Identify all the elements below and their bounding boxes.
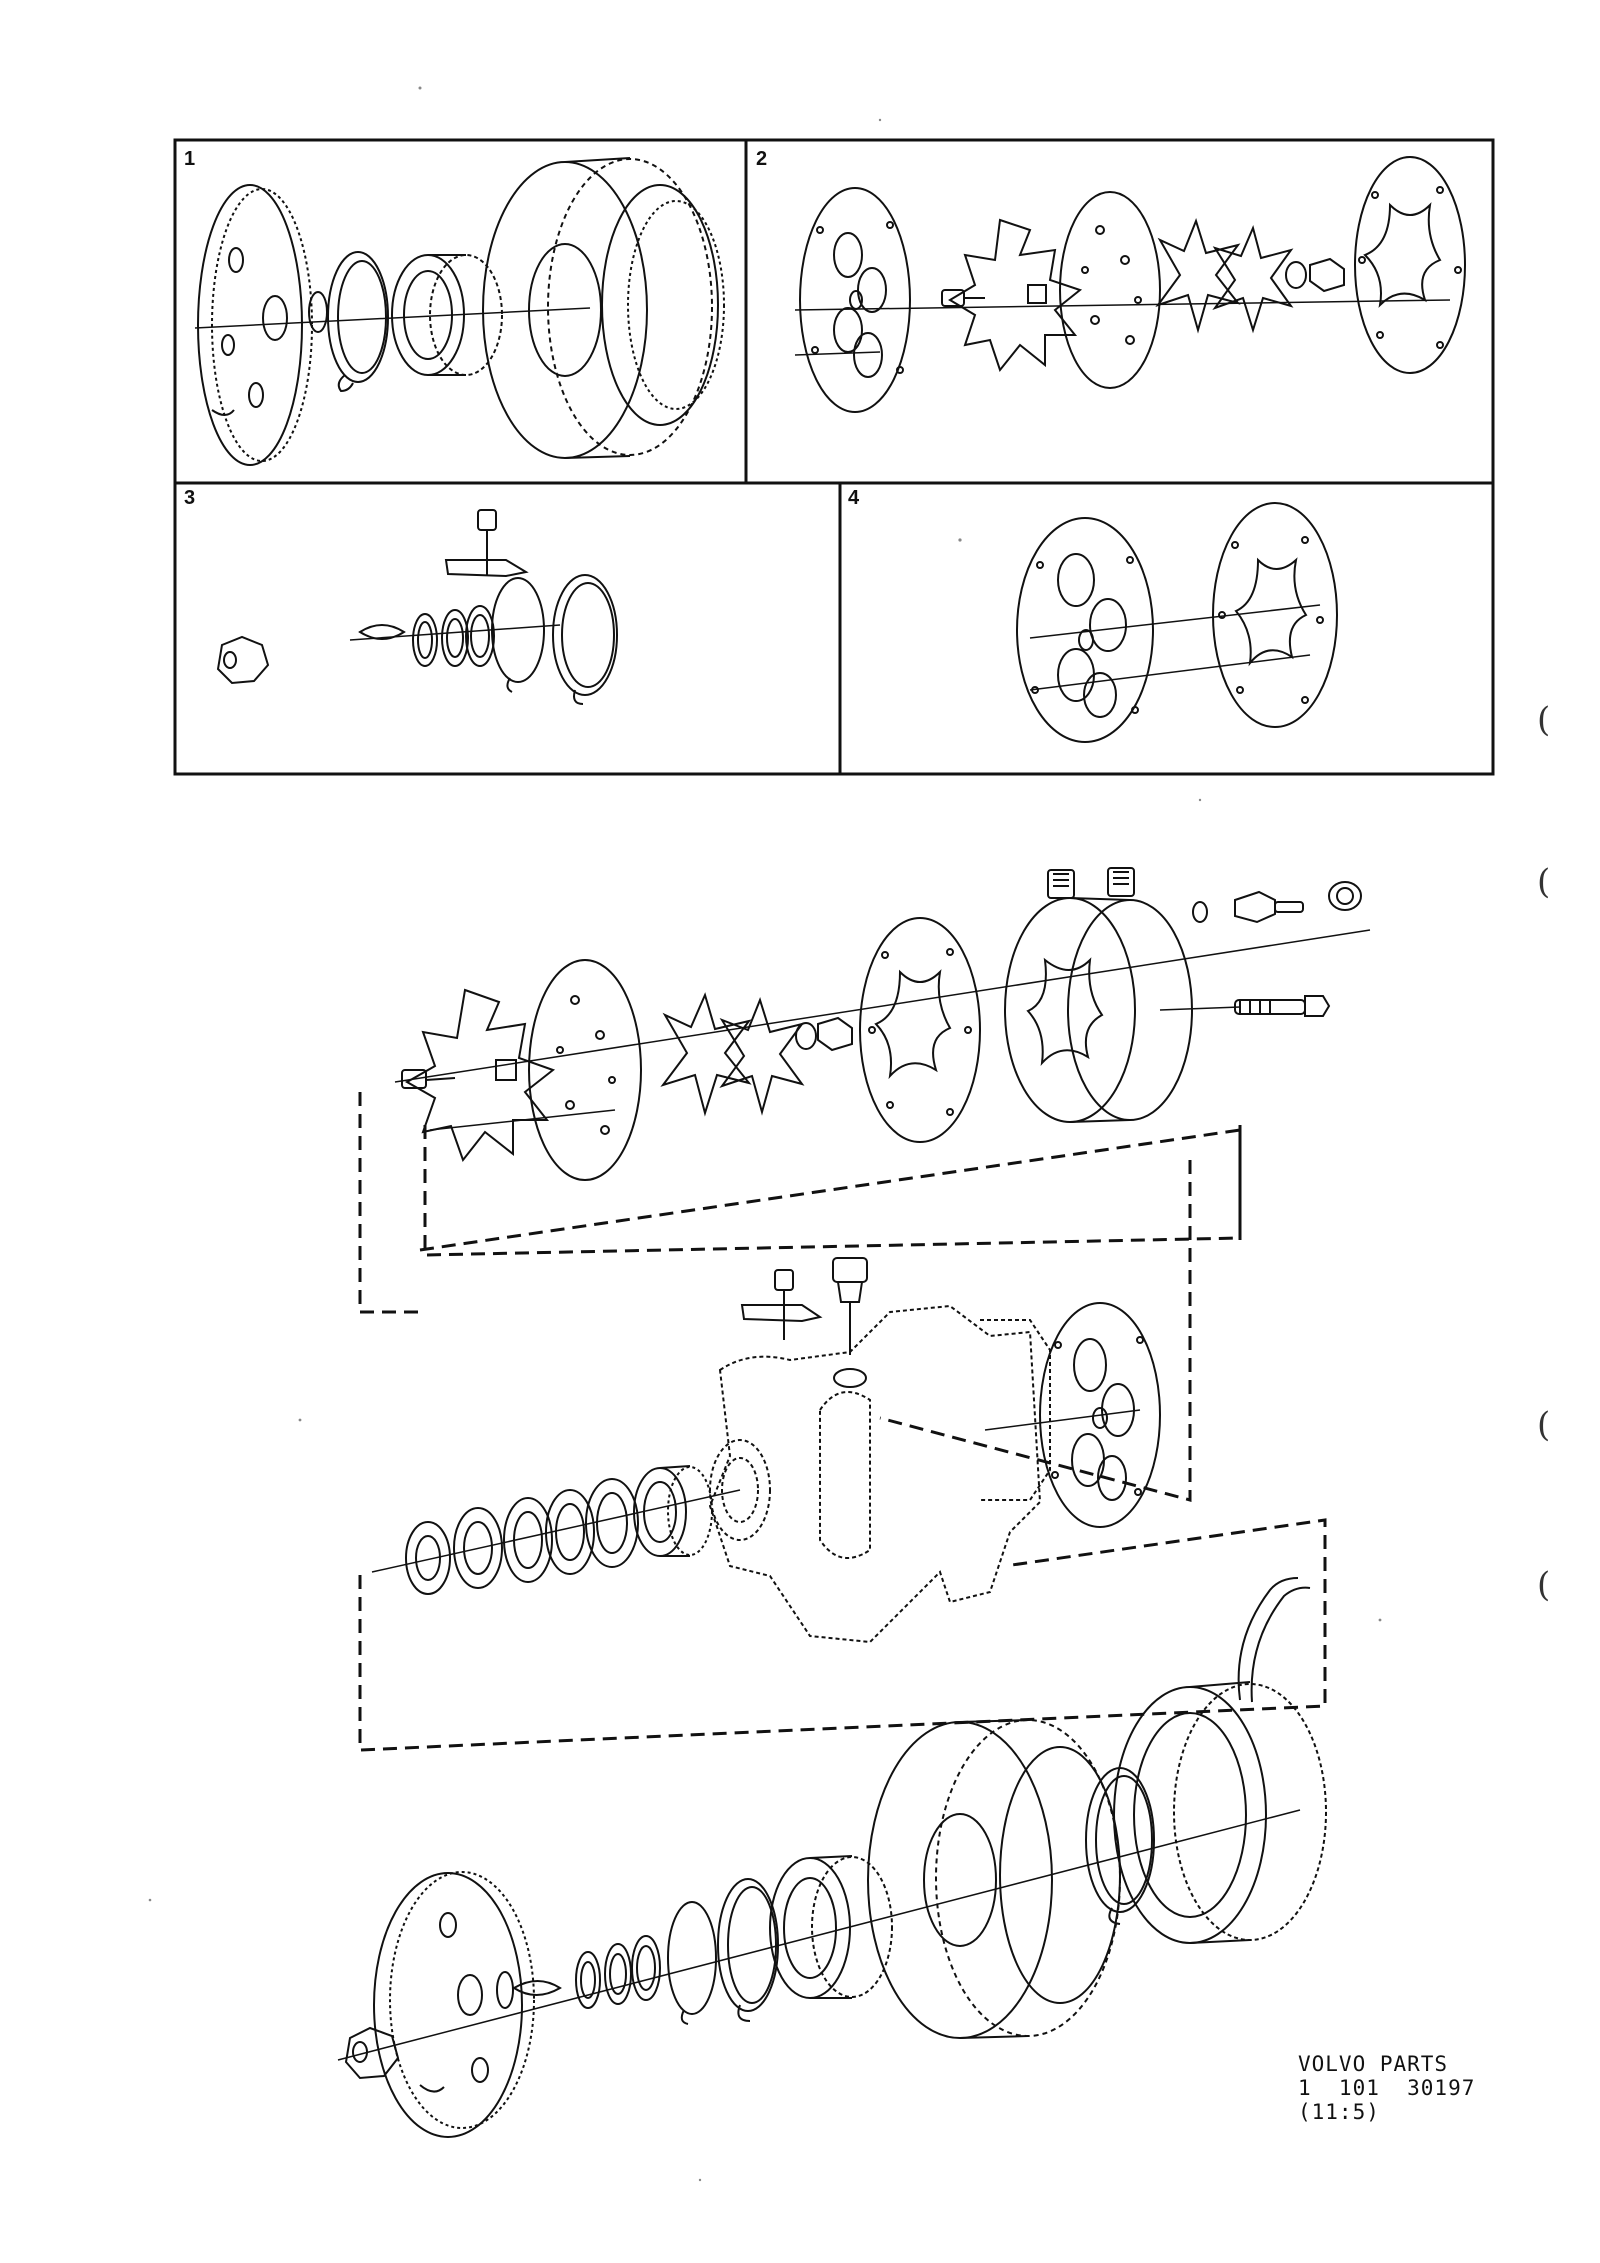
seal-washer-4	[545, 1489, 595, 1575]
binding-hole-mark: (	[1537, 862, 1551, 902]
screw	[941, 289, 985, 307]
valve-plate-left	[799, 187, 911, 413]
seal-washer-2	[453, 1507, 503, 1589]
front-bearing	[769, 1855, 893, 1999]
rear-head-bolt	[1234, 995, 1331, 1017]
rear-valve-plate-star	[859, 917, 981, 1143]
binding-hole-mark: (	[1537, 700, 1551, 740]
seal-washer-1	[405, 1521, 451, 1595]
rear-seal-ring	[795, 1022, 817, 1050]
panel-1-axis	[194, 307, 591, 329]
panel-number-3: 3	[184, 487, 195, 509]
rear-valve-screw	[401, 1069, 456, 1089]
binding-hole-mark: (	[1537, 1405, 1551, 1445]
front-valve-axis	[984, 1409, 1141, 1431]
front-spacer	[496, 1971, 514, 2009]
panel-4-valve-plates	[1016, 502, 1338, 743]
panel-number-4: 4	[848, 487, 860, 509]
rear-head	[1004, 867, 1193, 1123]
panel-4-plate-left	[1016, 517, 1154, 743]
front-axis	[337, 1809, 1301, 2061]
snap-ring	[327, 251, 389, 393]
rear-axis-main	[394, 929, 1371, 1083]
hub-spacer	[308, 291, 328, 333]
front-clutch-hub	[373, 1871, 535, 2138]
seal-washer-3	[503, 1497, 553, 1583]
front-hex-nut	[344, 2026, 400, 2080]
body-plug	[832, 1257, 868, 1388]
compressor-body	[708, 1304, 1051, 1644]
outer-snap-ring	[552, 574, 618, 705]
rear-nut	[817, 1016, 853, 1052]
shaft-seal	[465, 605, 495, 667]
part-reference-caption: VOLVO PARTS 1 101 30197 (11:5)	[1298, 2052, 1475, 2124]
seal-bracket	[444, 509, 529, 578]
scan-speckles	[148, 86, 1382, 2182]
explosion-guide-lines	[358, 1092, 1327, 1752]
field-coil	[1113, 1577, 1327, 1944]
nut-small	[1309, 257, 1345, 293]
front-oring-1	[575, 1951, 601, 2009]
rear-oring-small	[1192, 901, 1208, 923]
rear-reed-valve-star	[404, 988, 556, 1163]
rear-suction-reed-2	[719, 997, 805, 1116]
panel-grid	[173, 138, 1495, 776]
panel-3-seal-assembly	[216, 509, 618, 705]
o-ring-1	[412, 613, 438, 667]
panel-3-axis	[349, 624, 561, 641]
front-snap-ring-1	[667, 1901, 717, 2025]
main-exploded-view	[337, 867, 1371, 2138]
front-snap-ring-2	[717, 1878, 779, 2022]
seal-stack-axis	[371, 1489, 741, 1573]
panel-4-axis-lower	[1029, 654, 1311, 691]
caption-brand: VOLVO PARTS	[1298, 2052, 1449, 2076]
suction-reed-2	[1212, 224, 1294, 334]
seal-ring-small	[1285, 261, 1307, 289]
front-oring-2	[604, 1943, 632, 2005]
panel-number-2: 2	[756, 148, 767, 170]
caption-section-code: (11:5)	[1298, 2100, 1380, 2124]
rear-valve-plate	[528, 959, 642, 1181]
panel-2-valve-assembly	[794, 156, 1466, 413]
rear-suction-reed-1	[660, 992, 752, 1117]
suction-reed-1	[1155, 218, 1241, 334]
front-pulley	[867, 1719, 1121, 2039]
o-ring-2	[441, 609, 469, 667]
front-valve-plate	[1039, 1302, 1161, 1528]
pulley	[482, 157, 725, 459]
valve-plate-right	[1354, 156, 1466, 374]
rear-axis-lower	[429, 1109, 616, 1131]
panel-2-axis-upper	[794, 299, 1451, 311]
panel-4-axis-upper	[1029, 604, 1321, 639]
front-shaft-seal	[631, 1935, 661, 2001]
rear-axis-bolt	[1159, 1006, 1241, 1011]
seal-snap-ring	[491, 577, 545, 693]
service-valve	[1234, 881, 1362, 924]
front-key	[512, 1980, 562, 1996]
binding-hole-mark: (	[1537, 1565, 1551, 1605]
caption-part-number: 1 101 30197	[1298, 2076, 1476, 2100]
valve-plate-middle	[1059, 191, 1161, 389]
body-bracket	[740, 1269, 823, 1340]
panel-2-axis-lower	[794, 351, 881, 356]
reed-valve-star	[948, 218, 1083, 373]
seal-washer-5	[585, 1478, 639, 1568]
hex-nut	[216, 635, 270, 685]
panel-1-clutch-assembly	[194, 157, 725, 466]
panel-number-1: 1	[184, 148, 195, 170]
